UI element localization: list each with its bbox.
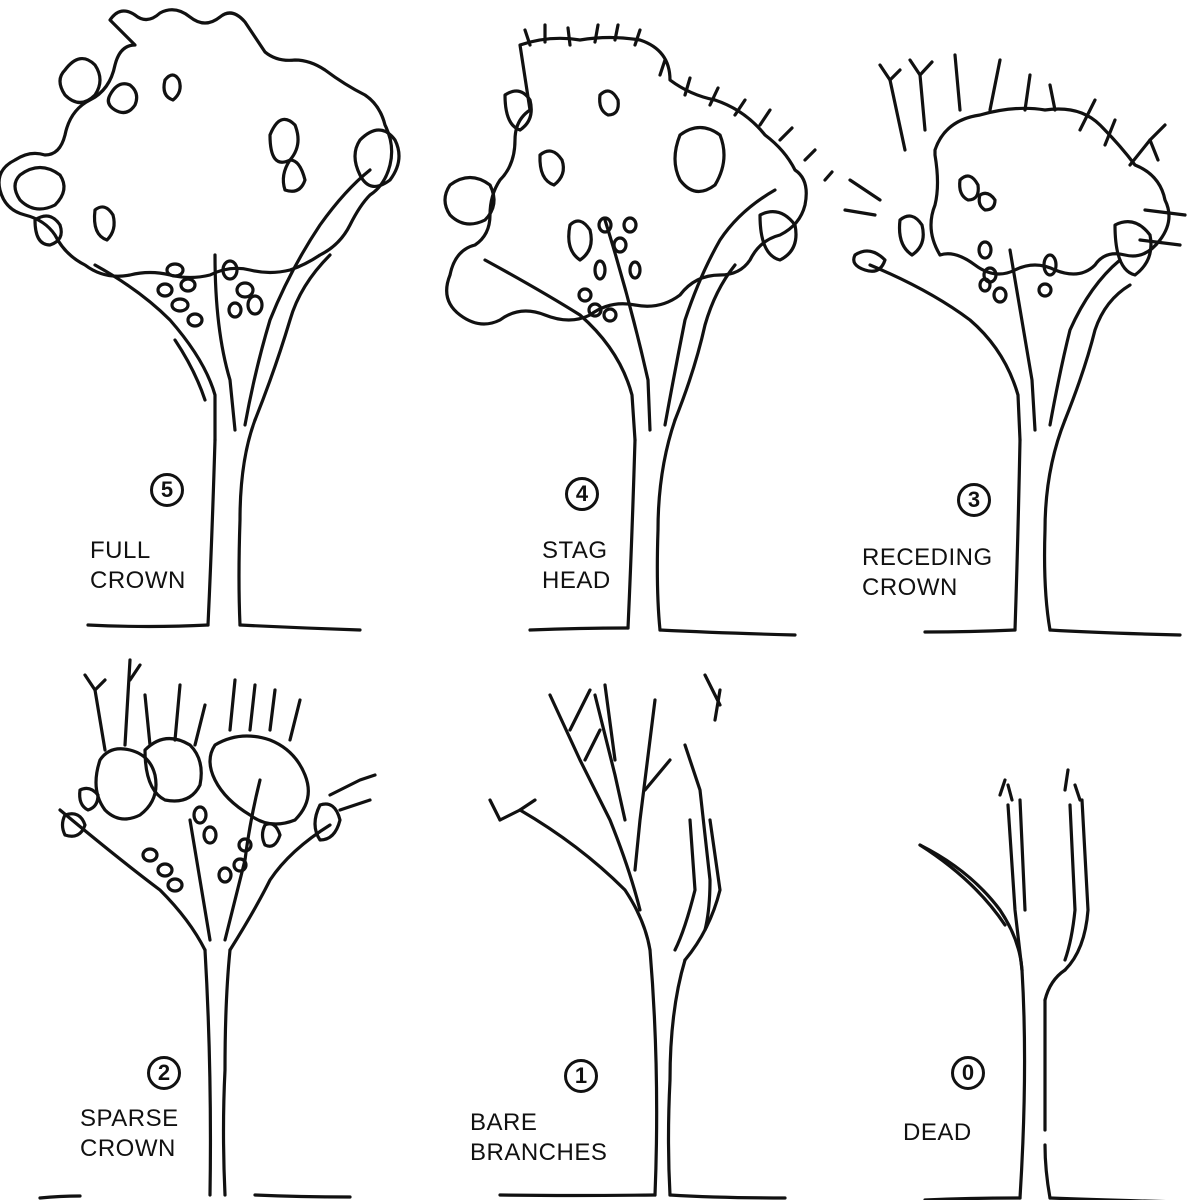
- full-crown-tree-drawing: [0, 0, 400, 640]
- sparse-crown-tree-drawing: [0, 650, 400, 1200]
- stag-head-tree-drawing: [420, 0, 840, 640]
- label-line-2: CROWN: [80, 1134, 179, 1164]
- rating-1-badge: 1: [564, 1059, 598, 1093]
- rating-5-badge: 5: [150, 473, 184, 507]
- panel-receding-crown: 3 RECEDING CROWN: [840, 0, 1197, 640]
- panel-dead: 0 DEAD: [840, 650, 1197, 1200]
- label-sparse-crown: SPARSE CROWN: [80, 1104, 179, 1164]
- label-line-2: CROWN: [862, 573, 993, 603]
- rating-3-badge: 3: [957, 483, 991, 517]
- label-stag-head: STAG HEAD: [542, 536, 611, 596]
- panel-stag-head: 4 STAG HEAD: [420, 0, 840, 640]
- label-receding-crown: RECEDING CROWN: [862, 543, 993, 603]
- label-line-1: FULL: [90, 536, 186, 566]
- label-line-1: RECEDING: [862, 543, 993, 573]
- dead-tree-drawing: [840, 650, 1197, 1200]
- label-line-1: DEAD: [903, 1118, 972, 1148]
- rating-0-badge: 0: [951, 1056, 985, 1090]
- rating-4-number: 4: [576, 483, 588, 505]
- label-line-2: HEAD: [542, 566, 611, 596]
- label-line-1: STAG: [542, 536, 611, 566]
- rating-1-number: 1: [575, 1065, 587, 1087]
- panel-full-crown: 5 FULL CROWN: [0, 0, 400, 640]
- rating-2-number: 2: [158, 1062, 170, 1084]
- label-line-2: CROWN: [90, 566, 186, 596]
- label-line-1: BARE: [470, 1108, 607, 1138]
- rating-0-number: 0: [962, 1062, 974, 1084]
- rating-4-badge: 4: [565, 477, 599, 511]
- rating-3-number: 3: [968, 489, 980, 511]
- panel-bare-branches: 1 BARE BRANCHES: [420, 650, 840, 1200]
- label-bare-branches: BARE BRANCHES: [470, 1108, 607, 1168]
- label-line-1: SPARSE: [80, 1104, 179, 1134]
- rating-5-number: 5: [161, 479, 173, 501]
- label-line-2: BRANCHES: [470, 1138, 607, 1168]
- panel-sparse-crown: 2 SPARSE CROWN: [0, 650, 400, 1200]
- label-dead: DEAD: [903, 1118, 972, 1148]
- rating-2-badge: 2: [147, 1056, 181, 1090]
- label-full-crown: FULL CROWN: [90, 536, 186, 596]
